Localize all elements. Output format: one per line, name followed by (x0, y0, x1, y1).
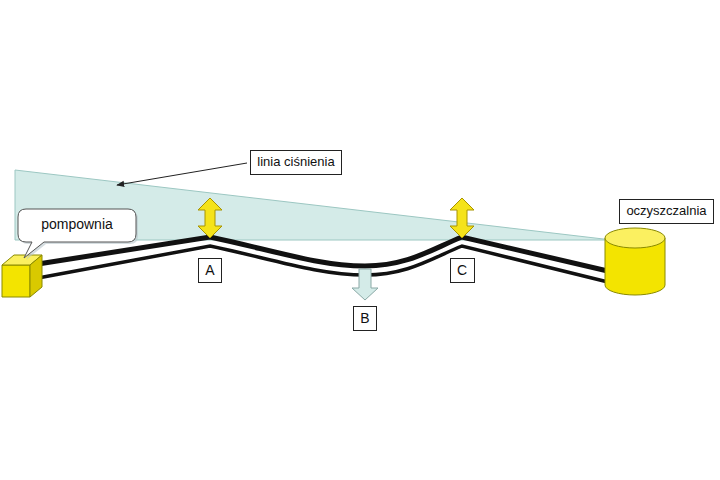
pressure-arrow (198, 198, 222, 238)
leader-line (117, 163, 247, 185)
node-text: A (205, 262, 215, 278)
callout-box: oczyszczalnia (619, 199, 714, 224)
callout-box: linia ciśnienia (250, 150, 342, 175)
treatment-tank (605, 228, 665, 295)
point-label: B (353, 306, 377, 331)
node-text: oczyszczalnia (626, 204, 707, 219)
pipe-lower (38, 246, 612, 283)
bubble-outline (18, 209, 136, 258)
pressure-area (15, 170, 612, 240)
point-label: A (198, 258, 222, 283)
node-text: C (457, 262, 468, 278)
pump-station (2, 255, 42, 297)
speech-bubble: pompownia (18, 209, 136, 242)
node-text: B (360, 310, 370, 326)
pressure-arrow (450, 198, 474, 238)
point-label: C (450, 258, 475, 283)
vacuum-arrow (352, 269, 378, 300)
node-text: linia ciśnienia (257, 155, 335, 170)
node-text: pompownia (32, 216, 122, 232)
